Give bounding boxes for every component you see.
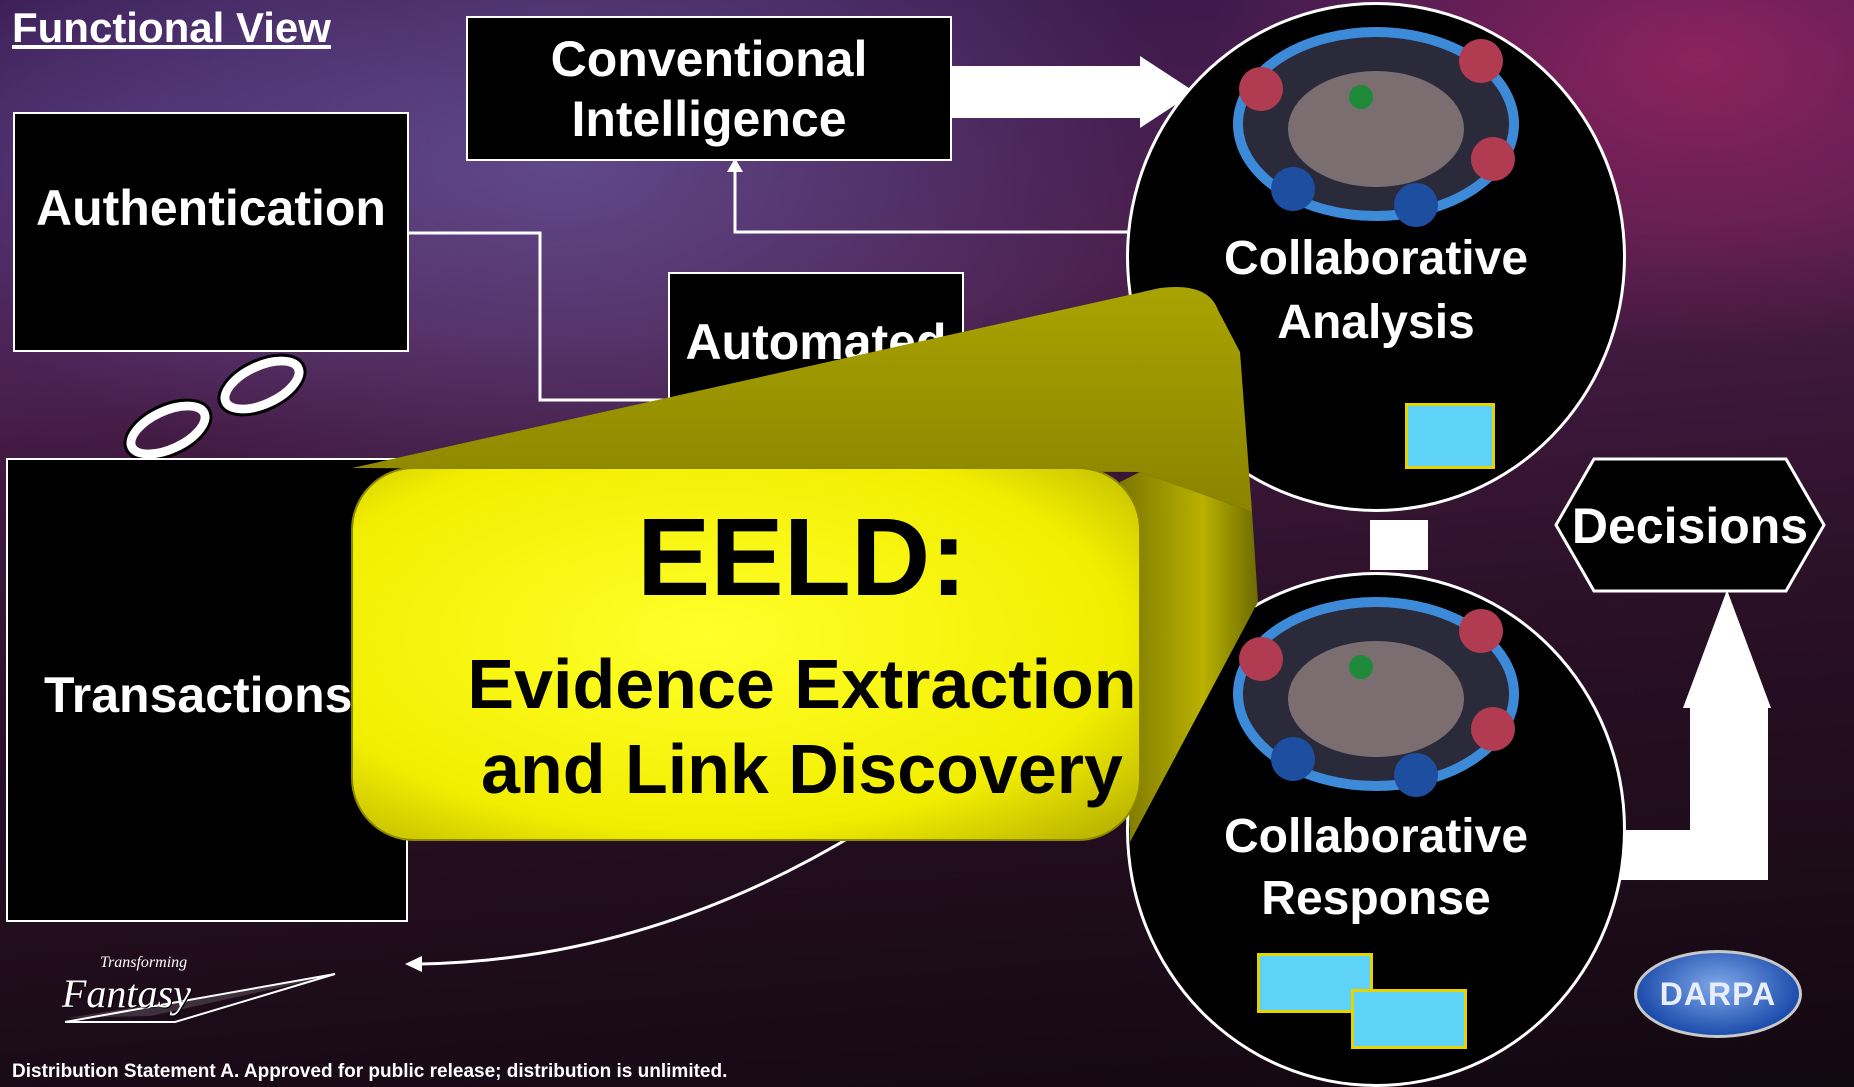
transactions-box: Transactions [6,458,408,922]
decisions-arrow-shaft [1690,700,1738,880]
logo-transforming-text: Transforming [100,954,188,971]
decisions-arrowhead [1683,590,1771,708]
darpa-logo: DARPA [1634,950,1802,1038]
decisions-label: Decisions [1571,498,1809,554]
analysis-collaboration-image [1233,27,1519,227]
eeld-callout-shape [351,286,1258,842]
broken-chain-outline [123,353,307,462]
page-title: Functional View [12,4,331,51]
transactions-label: Transactions [44,667,353,723]
analysis-cyan-panel [1405,403,1495,469]
response-to-transactions-arrowhead [405,956,422,972]
intel-to-analysis-big-arrow [952,56,1195,128]
collaborative-response-label-line2: Response [1261,872,1491,925]
analysis-to-intel-line [733,170,1150,234]
authentication-label: Authentication [36,180,386,236]
conventional-intelligence-label: Conventional Intelligence [550,30,868,147]
authentication-box: Authentication [13,112,409,352]
auth-to-automated-line [408,231,672,402]
circle-connector [1370,520,1428,570]
collaborative-analysis-label: Collaborative Analysis [1223,232,1529,349]
darpa-logo-text: DARPA [1659,975,1777,1012]
analysis-to-intel-arrowhead [727,158,743,172]
logo-fantasy-text: Fantasy [62,971,191,1016]
distribution-statement: Distribution Statement A. Approved for p… [12,1061,728,1082]
response-to-transactions-curve [419,828,863,966]
response-collaboration-image [1233,597,1519,797]
transforming-fantasy-logo [64,973,336,1023]
conventional-intelligence-box: Conventional Intelligence [466,16,952,161]
eeld-line-1: Evidence Extraction [467,645,1137,723]
eeld-line-2: and Link Discovery [481,730,1123,808]
eeld-heading: EELD: [637,496,967,619]
broken-chain-icon [126,356,304,459]
collaborative-analysis-circle: Collaborative Analysis [1126,2,1626,512]
response-cyan-panel-2 [1351,989,1467,1049]
collaborative-response-label-line1: Collaborative [1223,810,1529,863]
decisions-hexagon [1554,457,1826,593]
